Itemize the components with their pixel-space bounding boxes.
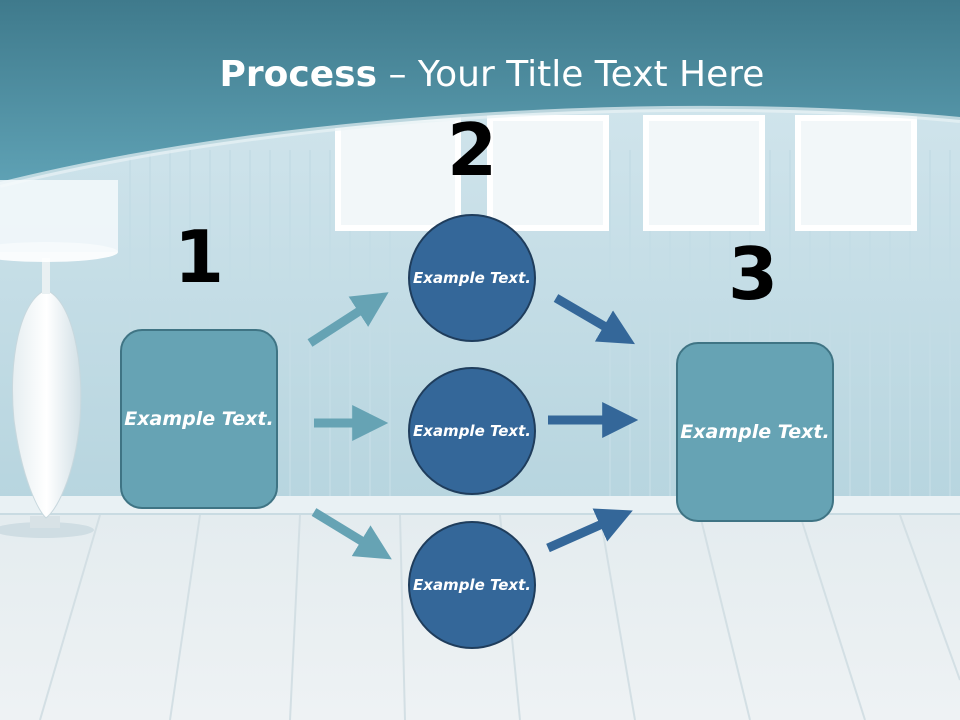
title-bold: Process — [219, 54, 378, 95]
circle-top: Example Text. — [408, 214, 536, 342]
step-number-3: 3 — [727, 232, 779, 316]
circle-middle: Example Text. — [408, 367, 536, 495]
arrow-group-in — [307, 292, 392, 560]
arrow-up-right-in — [307, 292, 389, 347]
circle-bottom: Example Text. — [408, 521, 536, 649]
step-1-box: Example Text. — [120, 329, 278, 509]
arrow-group-out — [546, 294, 639, 553]
arrow-down-right-in — [311, 508, 392, 560]
step-number-2: 2 — [446, 108, 498, 192]
step-number-1: 1 — [173, 215, 225, 299]
arrow-up-right-out — [546, 508, 633, 553]
slide-title: Process – Your Title Text Here — [0, 52, 960, 98]
arrow-down-right-out — [553, 294, 635, 345]
step-3-box: Example Text. — [676, 342, 834, 522]
title-rest: – Your Title Text Here — [377, 54, 765, 95]
